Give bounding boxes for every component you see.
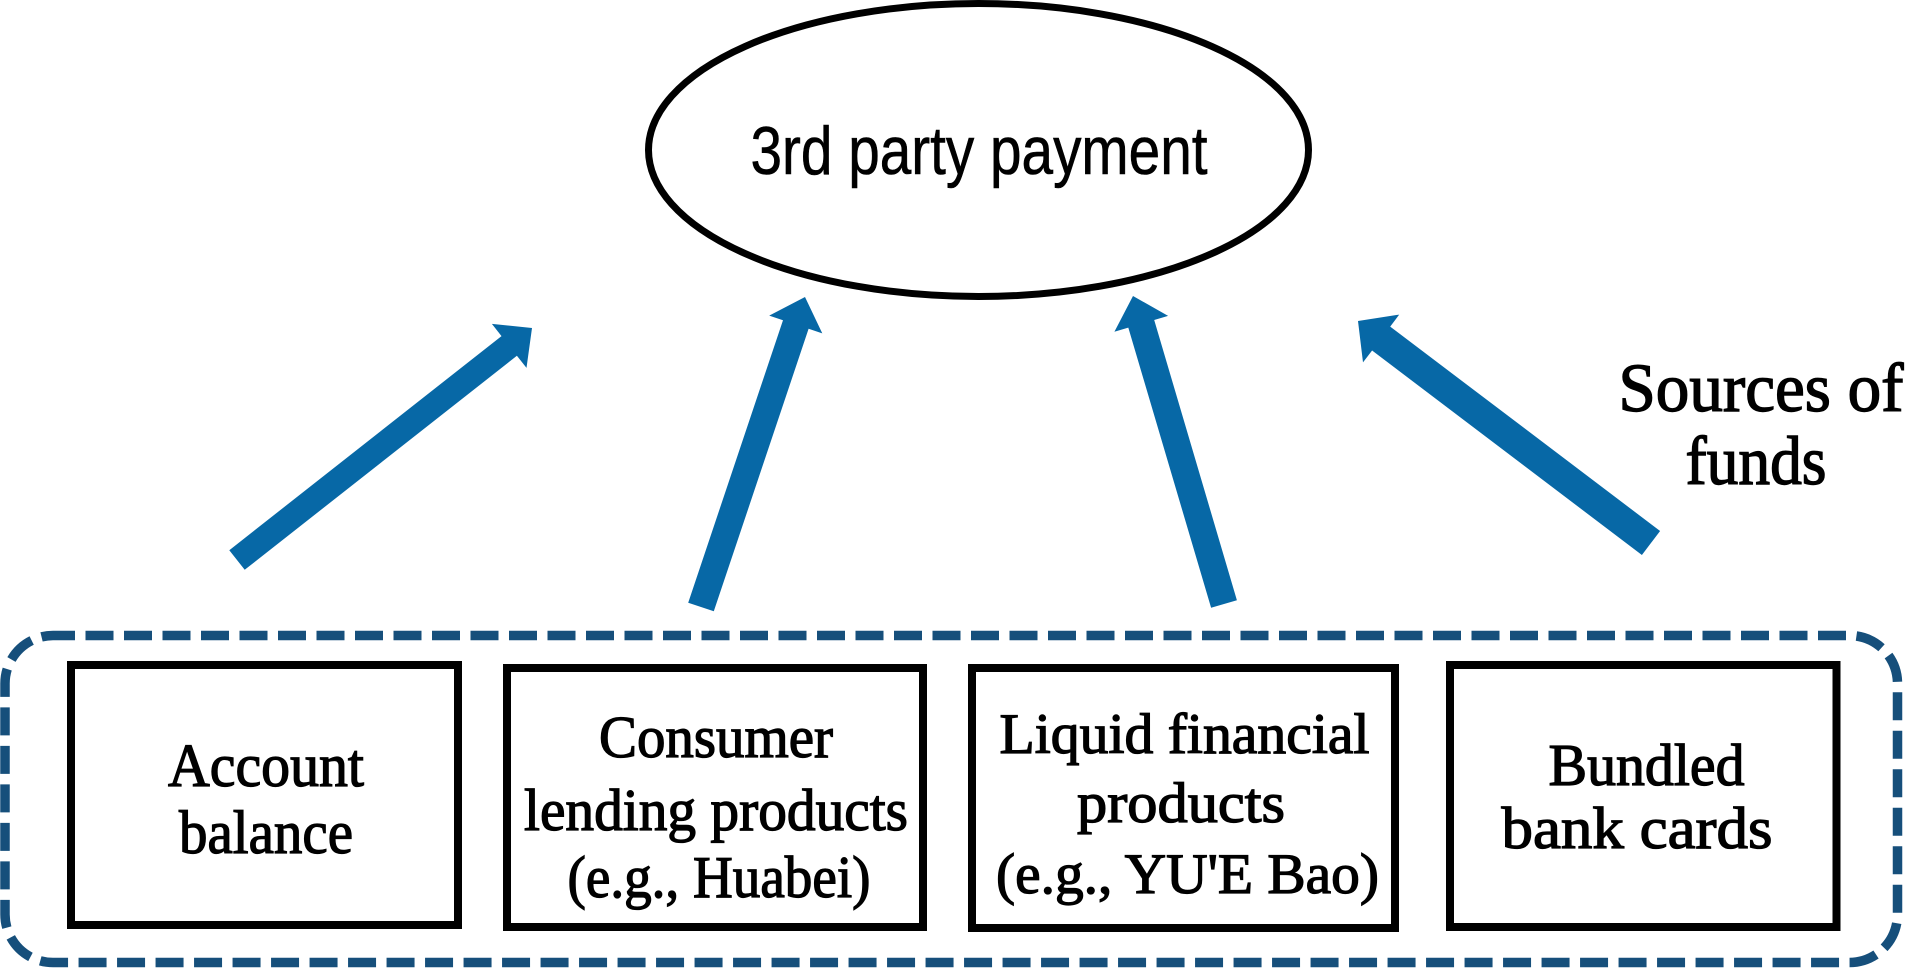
svg-text:products: products: [1077, 772, 1285, 835]
svg-text:3rd party payment: 3rd party payment: [751, 113, 1208, 189]
svg-text:lending products: lending products: [524, 777, 908, 843]
svg-text:bank cards: bank cards: [1502, 795, 1773, 861]
svg-text:Bundled: Bundled: [1549, 732, 1745, 798]
svg-text:balance: balance: [179, 800, 353, 867]
svg-text:Account: Account: [168, 733, 364, 800]
svg-text:funds: funds: [1686, 423, 1827, 499]
svg-text:Sources of: Sources of: [1619, 350, 1904, 426]
svg-text:(e.g., YU'E Bao): (e.g., YU'E Bao): [996, 843, 1379, 906]
svg-text:Liquid financial: Liquid financial: [1000, 703, 1370, 766]
svg-text:Consumer: Consumer: [599, 704, 833, 770]
svg-text:(e.g., Huabei): (e.g., Huabei): [568, 844, 871, 910]
